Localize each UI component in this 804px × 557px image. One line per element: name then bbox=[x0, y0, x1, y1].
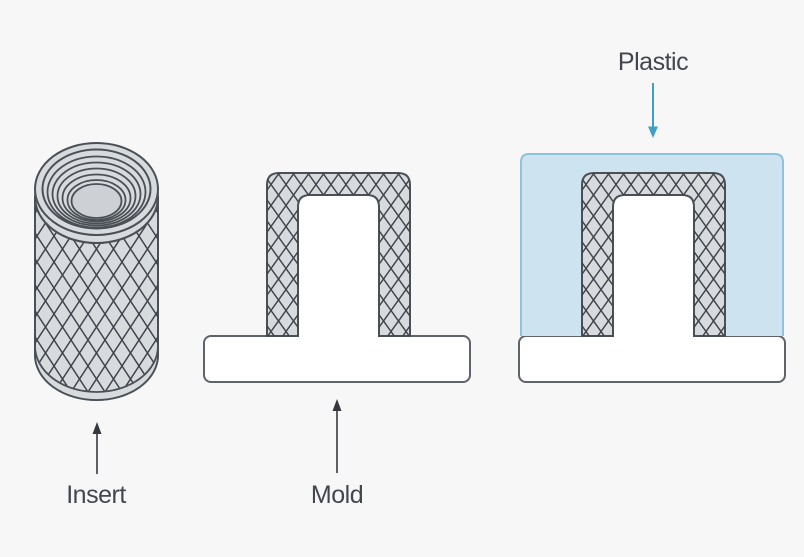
mold-core-pin bbox=[299, 196, 378, 340]
insert-arrow bbox=[92, 422, 102, 474]
plastic-label: Plastic bbox=[617, 48, 689, 76]
overmold-mold-base bbox=[518, 335, 786, 383]
overmold-insert-cross-section-knurl bbox=[582, 173, 725, 336]
insert-bottom-band bbox=[34, 345, 159, 401]
mold-base bbox=[203, 335, 471, 383]
plastic-arrow bbox=[648, 83, 658, 138]
overmold-figure bbox=[518, 153, 786, 383]
mold-figure bbox=[203, 172, 471, 383]
insert-label: Insert bbox=[66, 481, 126, 509]
insert-figure bbox=[34, 142, 159, 401]
insert-knurl-texture bbox=[35, 197, 158, 401]
insert-threaded-hole bbox=[70, 183, 123, 219]
overmold-core-pin bbox=[614, 196, 693, 340]
mold-arrow bbox=[332, 399, 342, 473]
insert-cross-section-knurl bbox=[267, 173, 410, 336]
mold-label: Mold bbox=[310, 481, 364, 509]
insert-top-threads bbox=[34, 142, 159, 244]
